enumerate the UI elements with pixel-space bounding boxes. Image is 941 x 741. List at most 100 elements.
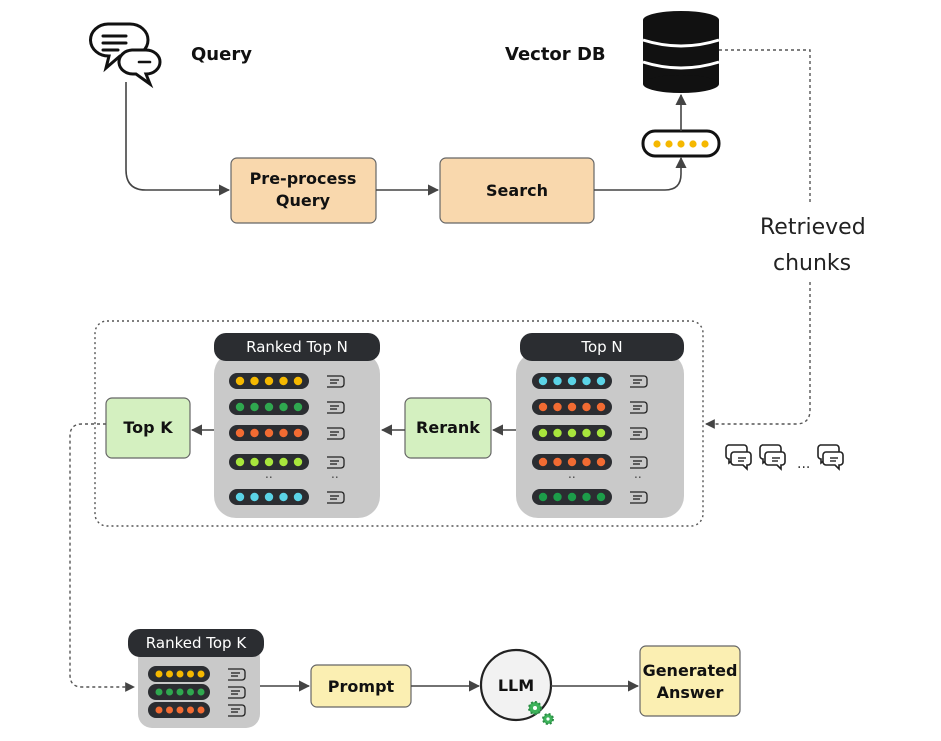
generated-answer-node: Generated Answer	[639, 645, 741, 717]
vector-dot	[176, 670, 184, 678]
vector-dot	[264, 428, 274, 438]
document-outline	[630, 375, 648, 388]
vector-dot	[279, 492, 288, 502]
vector-dot	[582, 428, 591, 438]
vector-dot	[553, 376, 562, 386]
gap-dots: ..	[568, 467, 576, 481]
vector-dot	[582, 402, 591, 412]
vector-dot	[166, 670, 173, 678]
chunk-icon	[759, 444, 786, 470]
ranked-top-n-label: Ranked Top N	[246, 338, 348, 356]
retrieved-label-line2: chunks	[773, 251, 851, 276]
vector-dot	[538, 428, 548, 438]
document-outline	[630, 401, 648, 414]
vector-db-label: Vector DB	[505, 44, 606, 65]
ellipsis-label: ...	[797, 456, 810, 472]
vector-dot	[187, 670, 194, 678]
rerank-node: Rerank	[404, 397, 492, 459]
document-icon	[327, 456, 345, 469]
vector-dot	[582, 457, 591, 467]
vector-dot	[250, 457, 259, 467]
preprocess-query-node: Pre-process Query	[230, 157, 377, 224]
vector-dot	[166, 706, 173, 714]
vector-dot	[293, 428, 303, 438]
vector-dot	[235, 428, 245, 438]
document-outline	[630, 427, 648, 440]
document-outline	[630, 456, 648, 469]
vector-dot	[155, 670, 163, 678]
vector-dot	[553, 457, 562, 467]
vector-dot	[166, 688, 173, 696]
document-icon	[327, 375, 345, 388]
vector-dot	[264, 492, 274, 502]
search-label: Search	[486, 181, 548, 200]
ranked-top-k-rows	[148, 666, 246, 718]
preprocess-label-line1: Pre-process	[250, 169, 357, 188]
rerank-label: Rerank	[416, 418, 480, 437]
vector-dot	[596, 402, 606, 412]
top-n-label: Top N	[580, 338, 622, 356]
generated-label-line2: Answer	[657, 683, 724, 702]
vector-dot	[235, 376, 245, 386]
vector-dot	[279, 402, 288, 412]
vector-dot	[264, 457, 274, 467]
gap-dots: ..	[331, 467, 339, 481]
vector-dot	[567, 428, 577, 438]
vector-dot	[567, 402, 577, 412]
gears-icon	[528, 701, 554, 725]
document-icon	[228, 668, 246, 681]
edge-search-vector	[594, 156, 687, 191]
vector-dot	[197, 688, 205, 696]
document-outline	[228, 668, 246, 681]
prompt-node: Prompt	[310, 664, 412, 708]
top-n-rows: ....	[532, 373, 648, 505]
preprocess-label-line2: Query	[276, 191, 331, 210]
document-outline	[327, 456, 345, 469]
vector-dot	[155, 688, 163, 696]
vector-dot	[250, 428, 259, 438]
document-outline	[228, 704, 246, 717]
vector-dot	[197, 670, 205, 678]
vector-dot	[235, 492, 245, 502]
ranked-top-k-label: Ranked Top K	[146, 634, 248, 652]
generated-label-line1: Generated	[643, 661, 738, 680]
vector-dot	[596, 492, 606, 502]
document-icon	[327, 401, 345, 414]
edge-topk-rankedk	[69, 423, 135, 692]
document-icon	[630, 401, 648, 414]
document-icon	[327, 427, 345, 440]
vector-dot	[187, 688, 194, 696]
document-outline	[630, 491, 648, 504]
retrieved-label-line1: Retrieved	[760, 215, 866, 240]
chunk-icon	[725, 444, 752, 470]
chunk-icons: ...	[725, 444, 844, 472]
vector-dot	[279, 428, 288, 438]
vector-dot	[250, 492, 259, 502]
database-icon	[642, 11, 720, 93]
vector-dot	[582, 492, 591, 502]
vector-dot	[567, 376, 577, 386]
vector-dot	[293, 402, 303, 412]
vector-dot	[567, 457, 577, 467]
vector-dot	[538, 402, 548, 412]
vector-dot	[567, 492, 577, 502]
search-node: Search	[439, 157, 595, 224]
vector-dot	[187, 706, 194, 714]
edge-query-preprocess	[125, 82, 231, 196]
vector-dot	[264, 376, 274, 386]
document-outline	[327, 401, 345, 414]
gap-dots: ..	[265, 467, 273, 481]
vector-dot	[596, 457, 606, 467]
vector-dot	[176, 706, 184, 714]
document-outline	[327, 427, 345, 440]
vector-dot	[155, 706, 163, 714]
prompt-label: Prompt	[328, 677, 395, 696]
vector-dot	[197, 706, 205, 714]
vector-dot	[264, 402, 274, 412]
query-icon	[89, 22, 162, 89]
llm-node: LLM	[479, 648, 554, 725]
top-k-label: Top K	[123, 418, 173, 437]
vector-dot	[596, 376, 606, 386]
document-outline	[327, 491, 345, 504]
